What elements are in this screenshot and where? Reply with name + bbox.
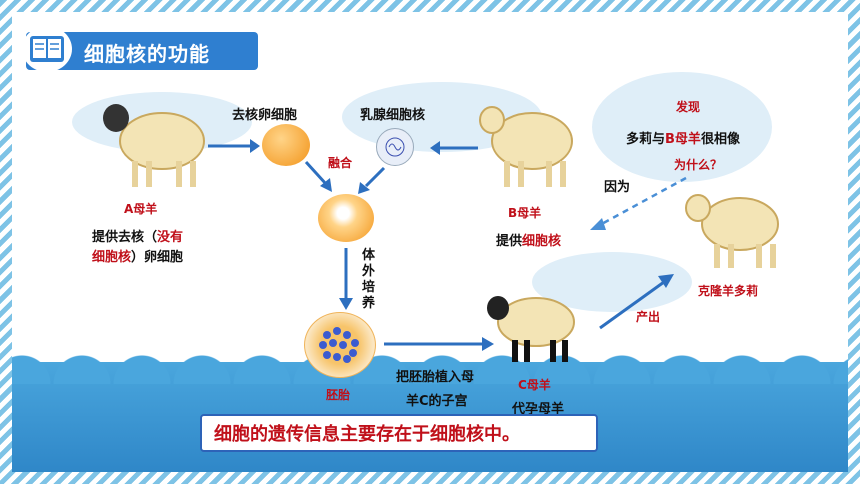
nucleus-label: 乳腺细胞核 xyxy=(360,108,426,123)
dashed-arrow-because xyxy=(590,176,687,230)
cloud xyxy=(592,72,772,182)
ewe-b-label: B母羊 xyxy=(508,206,542,220)
conclusion-text: 细胞的遗传信息主要存在于细胞核中。 xyxy=(214,424,520,445)
sheep-b-image xyxy=(479,106,573,187)
slide-canvas xyxy=(12,12,848,472)
ewe-c-label: C母羊 xyxy=(518,378,551,392)
arrow-a-to-egg xyxy=(208,139,260,153)
embryo-label: 胚胎 xyxy=(326,388,351,402)
fused-cell xyxy=(318,194,374,242)
discover-label: 发现 xyxy=(676,100,701,114)
fusion-arrows xyxy=(304,160,386,194)
question-line: 多莉与B母羊很相像 xyxy=(626,132,740,147)
arrow-b-to-nucleus xyxy=(430,141,478,155)
implant-label-1: 把胚胎植入母 xyxy=(396,370,475,385)
egg-cell xyxy=(262,124,310,166)
implant-label-2: 羊C的子宫 xyxy=(406,394,468,409)
arrow-embryo-to-c xyxy=(384,337,494,351)
ewe-b-role: 提供细胞核 xyxy=(496,234,562,249)
ewe-a-role-line2: 细胞核）卵细胞 xyxy=(92,250,184,265)
arrow-culture xyxy=(339,248,353,310)
nucleus-cell xyxy=(376,128,414,166)
sheep-c-image xyxy=(487,296,575,362)
why-label: 为什么？ xyxy=(674,158,723,172)
arrow-produce xyxy=(599,274,674,330)
embryo-image xyxy=(304,312,376,378)
surrogate-label: 代孕母羊 xyxy=(512,402,565,417)
ewe-a-role: 提供去核（没有 xyxy=(92,230,184,245)
fusion-label: 融合 xyxy=(328,156,353,170)
culture-label: 体外培养 xyxy=(362,248,376,311)
egg-label: 去核卵细胞 xyxy=(232,108,298,123)
because-label: 因为 xyxy=(604,180,631,195)
dolly-image xyxy=(685,194,779,268)
page-title: 细胞核的功能 xyxy=(84,42,210,66)
dolly-label: 克隆羊多莉 xyxy=(698,284,759,298)
ewe-a-label: A母羊 xyxy=(124,202,158,216)
conclusion-box xyxy=(200,414,598,452)
produce-label: 产出 xyxy=(636,310,661,324)
sheep-a-image xyxy=(103,104,205,187)
book-icon xyxy=(22,26,72,72)
